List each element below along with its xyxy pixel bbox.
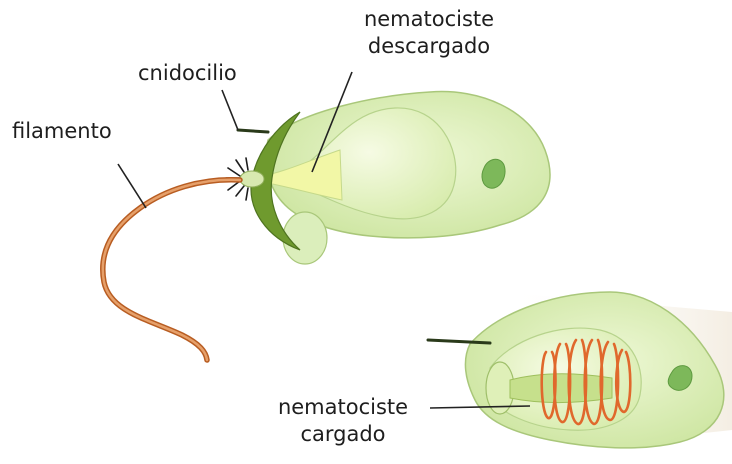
discharged-cnidocil [238, 130, 268, 132]
label-cnidocilio: cnidocilio [138, 60, 237, 87]
label-filamento: filamento [12, 118, 112, 145]
label-nematociste-cargado: nematociste cargado [262, 394, 424, 448]
leader-filamento [118, 164, 146, 208]
leader-cnidocilio [222, 90, 238, 130]
discharged-lower-lobe [283, 212, 327, 264]
discharged-nematocyst [103, 92, 550, 360]
label-descargado-line2: descargado [344, 33, 514, 60]
label-nematociste-descargado: nematociste descargado [344, 6, 514, 60]
charged-nematocyst [428, 292, 732, 448]
label-cargado-line1: nematociste [262, 394, 424, 421]
label-cargado-line2: cargado [262, 421, 424, 448]
discharged-filament [103, 180, 240, 360]
label-descargado-line1: nematociste [344, 6, 514, 33]
